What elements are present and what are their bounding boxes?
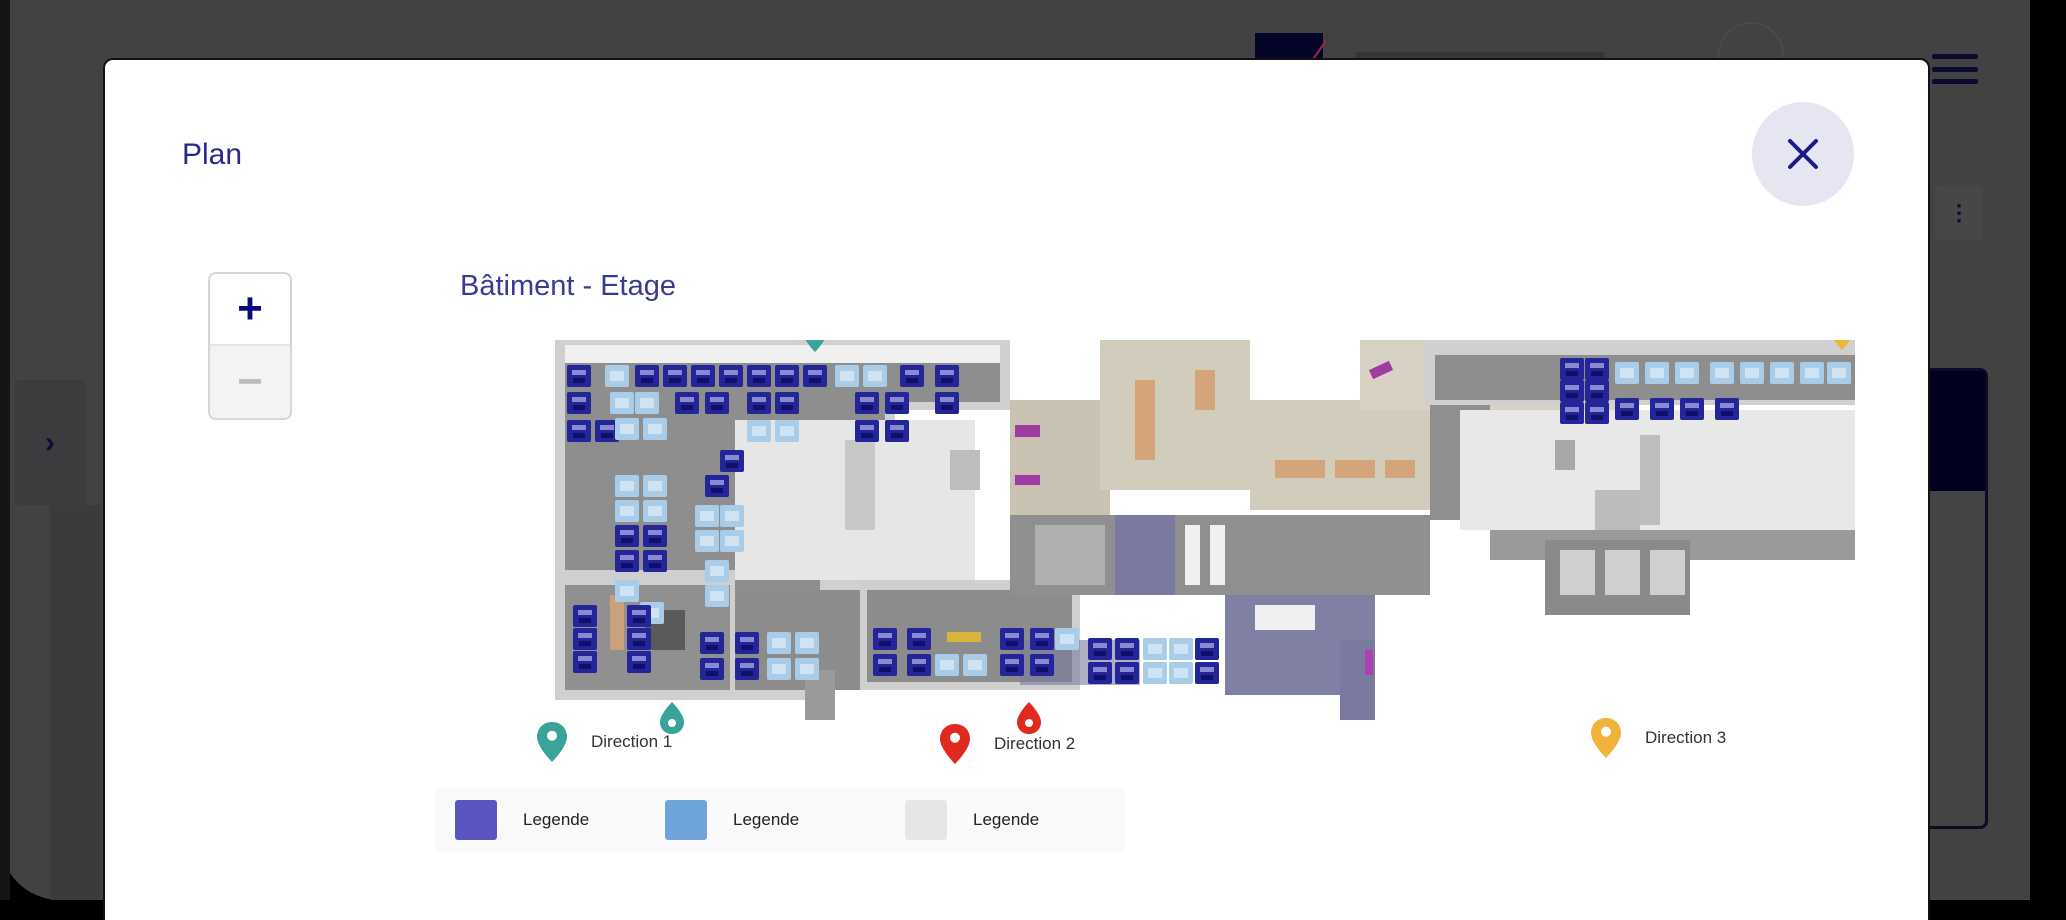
legend-label: Legende bbox=[523, 810, 590, 829]
background-card-header bbox=[1925, 371, 1985, 491]
legend-label: Legende bbox=[733, 810, 800, 829]
direction-3-legend: Direction 3 bbox=[1591, 718, 1726, 758]
building-floor-label: Bâtiment - Etage bbox=[460, 270, 676, 302]
chevron-right-icon: › bbox=[45, 425, 55, 459]
left-rail bbox=[0, 0, 10, 900]
direction-1-legend: Direction 1 bbox=[537, 722, 672, 762]
legend-item: Legende bbox=[665, 800, 875, 840]
direction-2-legend: Direction 2 bbox=[940, 724, 1075, 764]
user-name-placeholder bbox=[1355, 52, 1605, 60]
legend-swatch-unavailable bbox=[905, 800, 947, 840]
map-pin-icon bbox=[1591, 718, 1621, 758]
direction-1-pin-bottom bbox=[660, 702, 684, 734]
legend-item: Legende bbox=[455, 800, 665, 840]
zoom-in-button[interactable]: + bbox=[210, 274, 290, 346]
direction-1-label: Direction 1 bbox=[591, 732, 673, 751]
direction-2-pin bbox=[1017, 702, 1041, 734]
modal-title: Plan bbox=[182, 138, 243, 171]
direction-2-label: Direction 2 bbox=[994, 734, 1076, 753]
vertical-ellipsis-icon[interactable]: ⋮ bbox=[1935, 185, 1983, 240]
window-edge bbox=[2030, 0, 2066, 900]
close-button[interactable] bbox=[1752, 102, 1854, 206]
direction-3-pin bbox=[1833, 340, 1851, 350]
background-card bbox=[1925, 368, 1988, 829]
sidebar-strip bbox=[50, 505, 100, 900]
legend-item: Legende bbox=[905, 800, 1115, 840]
close-icon bbox=[1788, 139, 1818, 169]
legend-label: Legende bbox=[973, 810, 1040, 829]
floor-plan-map[interactable] bbox=[555, 340, 1855, 740]
legend: Legende Legende Legende bbox=[435, 788, 1125, 852]
sidebar-toggle-button[interactable]: › bbox=[14, 380, 86, 505]
plan-modal: Plan + − Bâtiment - Etage bbox=[105, 60, 1928, 920]
map-pin-icon bbox=[537, 722, 567, 762]
map-pin-icon bbox=[940, 724, 970, 764]
direction-1-pin-top bbox=[805, 340, 825, 352]
legend-swatch-occupied bbox=[455, 800, 497, 840]
zoom-control: + − bbox=[208, 272, 292, 420]
direction-3-label: Direction 3 bbox=[1645, 728, 1727, 747]
legend-swatch-available bbox=[665, 800, 707, 840]
zoom-out-button[interactable]: − bbox=[210, 346, 290, 418]
hamburger-menu-icon[interactable] bbox=[1932, 54, 1978, 84]
